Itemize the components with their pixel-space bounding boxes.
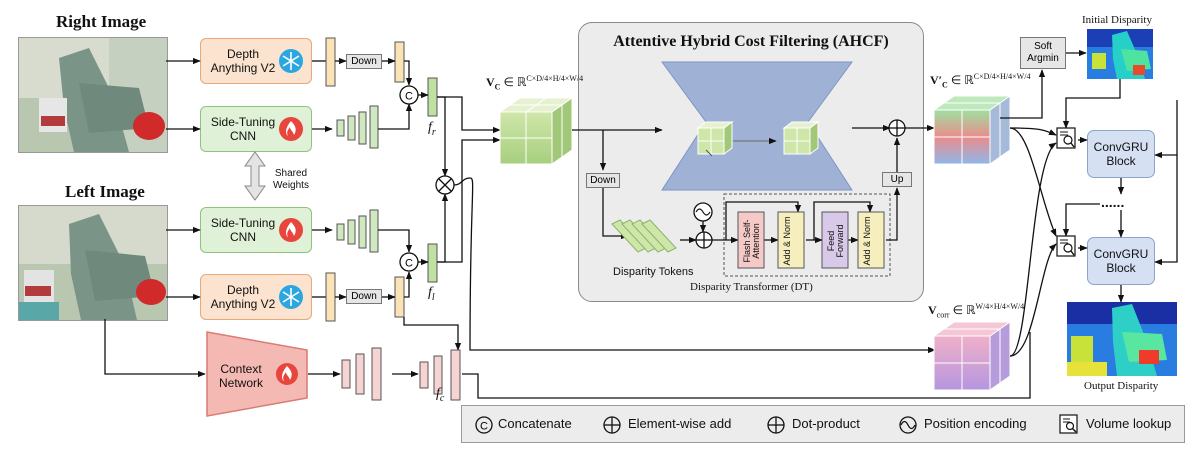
initial-disparity-title: Initial Disparity — [1082, 14, 1152, 26]
down-top-box: Down — [346, 54, 382, 69]
f-r-label: fr — [428, 120, 436, 138]
legend-volume-lookup: Volume lookup — [1086, 416, 1172, 431]
f-c-sub: c — [439, 392, 445, 404]
initial-disparity-image — [1087, 29, 1153, 79]
vc-sub: C — [494, 82, 501, 92]
left-image-photo — [18, 205, 168, 321]
correlation-volume-cube — [932, 321, 1012, 391]
soft-argmin-label: Soft Argmin — [1027, 41, 1059, 64]
f-l-sub: l — [431, 291, 435, 303]
legend: C Concatenate Element-wise add Dot-produ… — [461, 405, 1185, 443]
dot-product-legend-icon — [767, 416, 785, 434]
dot-product-icon — [435, 175, 455, 195]
up-ahcf-box: Up — [882, 172, 912, 187]
left-image-title: Left Image — [65, 182, 145, 201]
vcp-sup: C×D/4×H/4×W/4 — [973, 72, 1031, 81]
output-disparity-title: Output Disparity — [1084, 380, 1159, 392]
side-tuning-top-label: Side-Tuning CNN — [210, 115, 276, 143]
add-norm-1-label: Add & Norm — [782, 216, 792, 266]
shared-weights-label: Shared Weights — [273, 168, 309, 191]
legend-elementwise-add: Element-wise add — [628, 416, 732, 431]
elementwise-add-legend-icon — [603, 416, 621, 434]
vcorr-sup: W/4×H/4×W/4 — [975, 302, 1025, 311]
vcorr-sub: corr — [936, 310, 950, 320]
add-norm-2-label: Add & Norm — [862, 216, 872, 266]
concatenate-legend-icon: C — [475, 416, 493, 434]
shared-weights-arrow — [244, 151, 266, 201]
feed-forward-label: Feed Forward — [826, 224, 845, 258]
depth-anything-top-label: Depth Anything V2 — [210, 47, 276, 75]
legend-dot-product: Dot-product — [792, 416, 860, 431]
output-disparity-image — [1067, 302, 1177, 376]
position-encoding-legend-icon — [899, 416, 917, 434]
filtered-cost-volume-cube — [932, 95, 1012, 165]
convgru-bottom-label: ConvGRU Block — [1093, 247, 1149, 275]
f-c-main: f — [436, 386, 440, 401]
depth-anything-top-block: Depth Anything V2 — [200, 38, 312, 84]
apc-label-line1: Axial-Planar Convolution — [693, 87, 807, 99]
vcp-main: V′ — [930, 73, 943, 87]
depth-anything-bottom-label: Depth Anything V2 — [210, 283, 276, 311]
right-image-photo — [18, 37, 168, 153]
concat-icon — [399, 85, 419, 105]
concat-symbol: C — [405, 91, 413, 103]
f-l-main: f — [428, 285, 432, 300]
vc-set: ∈ ℝ — [503, 75, 527, 89]
disparity-tokens-label: Disparity Tokens — [613, 266, 694, 278]
vcp-math-label: V′C ∈ ℝC×D/4×H/4×W/4 — [930, 72, 1030, 89]
legend-position-encoding: Position encoding — [924, 416, 1027, 431]
vc-main: V — [486, 75, 495, 89]
f-l-label: fl — [428, 285, 435, 303]
cost-volume-cube — [498, 97, 574, 165]
context-network-label: Context Network — [218, 362, 263, 390]
vcp-set: ∈ ℝ — [950, 73, 974, 87]
vcorr-set: ∈ ℝ — [952, 303, 976, 317]
disparity-transformer-label: Disparity Transformer (DT) — [690, 281, 813, 293]
side-tuning-bottom-label: Side-Tuning CNN — [210, 216, 276, 244]
fire-icon — [276, 363, 298, 385]
down-bottom-box: Down — [346, 289, 382, 304]
f-r-sub: r — [431, 126, 436, 138]
flash-attention-label: Flash Self-Attention — [742, 219, 761, 263]
legend-concatenate: Concatenate — [498, 416, 572, 431]
right-image-title: Right Image — [56, 12, 147, 31]
vcorr-main: V — [928, 303, 937, 317]
vc-math-label: VC ∈ ℝC×D/4×H/4×W/4 — [486, 74, 583, 91]
apc-label-line2: (APC) Filtering — [715, 100, 785, 112]
f-c-label: fc — [436, 386, 444, 404]
convgru-top-label: ConvGRU Block — [1093, 140, 1149, 168]
down-ahcf-box: Down — [586, 173, 620, 188]
depth-anything-bottom-block: Depth Anything V2 — [200, 274, 312, 320]
side-tuning-top-block: Side-Tuning CNN — [200, 106, 312, 152]
convgru-bottom-block: ConvGRU Block — [1087, 237, 1155, 285]
convgru-top-block: ConvGRU Block — [1087, 130, 1155, 178]
volume-lookup-icon — [1056, 127, 1076, 149]
volume-lookup-icon — [1056, 235, 1076, 257]
concat-icon — [399, 252, 419, 272]
side-tuning-bottom-block: Side-Tuning CNN — [200, 207, 312, 253]
svg-text:C: C — [480, 421, 488, 433]
repeat-label: ×N — [722, 178, 739, 193]
ahcf-title: Attentive Hybrid Cost Filtering (AHCF) — [613, 33, 889, 50]
vcorr-math-label: Vcorr ∈ ℝW/4×H/4×W/4 — [928, 302, 1024, 319]
feature-bars-bottom — [325, 209, 438, 322]
volume-lookup-legend-icon — [1059, 414, 1078, 434]
dots-label: ...... — [1101, 194, 1125, 210]
f-r-main: f — [428, 120, 432, 135]
soft-argmin-box: Soft Argmin — [1020, 37, 1066, 69]
vc-sup: C×D/4×H/4×W/4 — [526, 74, 584, 83]
vcp-sub: C — [942, 80, 948, 90]
concat-symbol: C — [405, 258, 413, 270]
